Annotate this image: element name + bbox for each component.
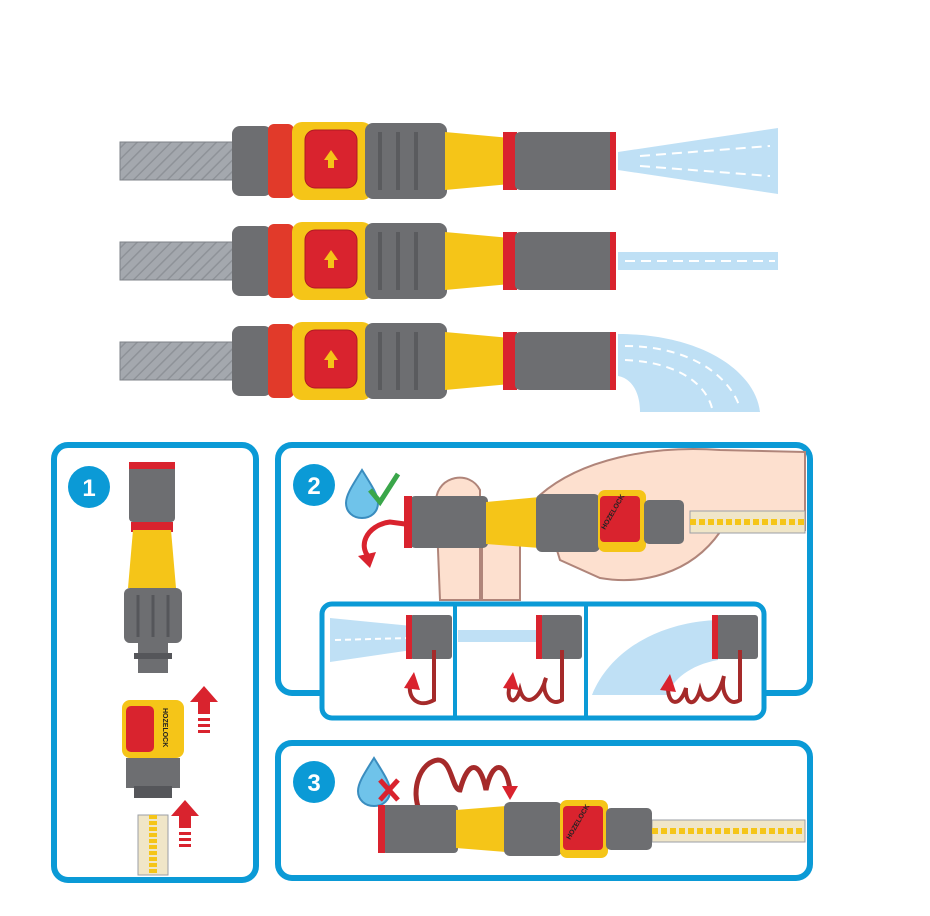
grip-section xyxy=(365,323,447,399)
grip-section xyxy=(365,223,447,299)
nozzle-tip xyxy=(540,615,582,659)
nozzle-row-1 xyxy=(119,122,778,200)
connector-ring xyxy=(268,324,294,398)
nozzle-neck xyxy=(486,497,540,548)
water-drop-cross-icon xyxy=(356,756,400,808)
nozzle-neck xyxy=(445,132,510,190)
arrow-up-icon xyxy=(324,350,338,368)
nozzle-tip xyxy=(129,462,175,522)
nozzle-neck xyxy=(128,530,176,588)
arrow-up-icon xyxy=(324,150,338,168)
grip-section xyxy=(365,123,447,199)
nozzle-row-2 xyxy=(119,222,778,300)
water-drop-check-icon xyxy=(344,468,401,520)
hose-segment xyxy=(119,141,246,181)
step-badge xyxy=(293,464,335,506)
nozzle-tip-red xyxy=(503,332,517,390)
hose-segment xyxy=(119,241,246,281)
rotate-arrow-icon xyxy=(413,757,513,814)
hose-connector xyxy=(644,500,684,544)
nozzle-neck xyxy=(456,806,506,852)
nozzle-tip xyxy=(382,805,458,853)
hose-segment xyxy=(119,341,246,381)
arrow-up-icon xyxy=(324,250,338,268)
brand-label: HOZELOCK xyxy=(161,708,168,747)
nozzle-tip xyxy=(410,615,452,659)
hose-connector xyxy=(232,326,272,396)
spray-wide xyxy=(618,128,778,194)
grip-section xyxy=(504,802,562,856)
nozzle-neck xyxy=(445,232,510,290)
step-badge xyxy=(293,761,335,803)
release-button xyxy=(600,496,640,542)
connector-ring xyxy=(268,224,294,298)
spray-fan xyxy=(592,620,718,695)
nozzle-tip-red xyxy=(503,232,517,290)
spray-jet xyxy=(458,630,538,642)
nozzle-row-3 xyxy=(119,322,760,412)
panel-step-3: 3 HOZELOCK xyxy=(275,740,813,881)
step-number: 1 xyxy=(82,475,95,502)
rotate-arrow-icon xyxy=(407,650,436,706)
panel-step-2: 2 HOZELOCK xyxy=(275,442,813,721)
rotate-arrow-icon xyxy=(506,650,564,704)
hose-connector xyxy=(232,126,272,196)
spray-fan xyxy=(618,334,760,412)
hose-connector xyxy=(232,226,272,296)
hose-connector xyxy=(606,808,652,850)
panel-step-1: 1 HOZELOCK xyxy=(51,442,259,883)
step-badge xyxy=(68,466,110,508)
push-up-arrow-icon xyxy=(171,800,199,847)
step-number: 2 xyxy=(307,473,320,500)
push-up-arrow-icon xyxy=(190,686,218,733)
nozzle-tip xyxy=(515,232,615,290)
nozzle-tip xyxy=(515,132,615,190)
rotate-arrow-icon xyxy=(666,650,742,705)
nozzle-tip xyxy=(515,332,615,390)
connector-ring xyxy=(268,124,294,198)
nozzle-tip xyxy=(716,615,758,659)
step-number: 3 xyxy=(307,770,320,797)
spray-settings-strip xyxy=(319,601,767,721)
nozzle-neck xyxy=(445,332,510,390)
release-button xyxy=(563,806,603,850)
nozzle-tip xyxy=(410,496,488,548)
release-button xyxy=(126,706,154,752)
grip-section xyxy=(536,494,600,552)
nozzle-tip-red xyxy=(503,132,517,190)
